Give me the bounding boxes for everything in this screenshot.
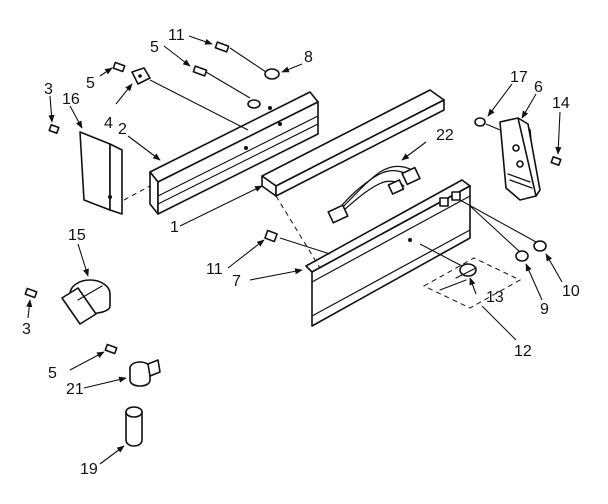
part-4-clip <box>131 67 151 85</box>
callout-4: 4 <box>104 115 113 132</box>
callout-14: 14 <box>552 95 570 112</box>
callout-17: 17 <box>510 69 528 86</box>
callout-7: 7 <box>232 273 241 290</box>
screw-3-top <box>48 124 60 134</box>
callout-19: 19 <box>80 461 98 478</box>
screw-11-top <box>214 41 230 53</box>
part-19-cylinder <box>125 406 143 447</box>
callout-5-top-left: 5 <box>86 75 95 92</box>
callout-leaders <box>26 35 563 465</box>
part-2-bracket <box>149 91 319 215</box>
screw-11-mid <box>264 229 278 243</box>
part-13-indicator <box>422 257 522 309</box>
part-17-screw <box>474 117 486 127</box>
callout-10: 10 <box>562 283 580 300</box>
callout-12: 12 <box>514 343 532 360</box>
callout-6: 6 <box>534 79 543 96</box>
part-21-knob <box>129 359 161 387</box>
callout-2: 2 <box>118 121 127 138</box>
callout-11-top: 11 <box>168 27 185 44</box>
part-22-wire-harness <box>327 165 421 224</box>
part-10-cap <box>533 240 547 252</box>
part-7-control-panel <box>305 179 471 327</box>
screw-5-bottom <box>104 343 118 355</box>
callout-8: 8 <box>304 49 313 66</box>
callout-5-bottom: 5 <box>48 365 57 382</box>
part-16-side-plate <box>79 131 123 215</box>
callout-9: 9 <box>540 301 549 318</box>
screw-5-top-b <box>192 65 208 77</box>
callout-5-top-mid: 5 <box>150 39 159 56</box>
callout-16: 16 <box>62 91 80 108</box>
part-15-switch <box>61 279 111 325</box>
callout-numbers: 11 5 8 5 3 16 4 2 1 22 17 6 14 11 7 10 9… <box>22 27 580 478</box>
callout-3-top: 3 <box>44 81 53 98</box>
callout-22: 22 <box>436 127 454 144</box>
screw-14 <box>550 156 562 166</box>
part-1-cover-panel <box>261 89 445 197</box>
callout-21: 21 <box>66 381 84 398</box>
callout-1: 1 <box>170 219 179 236</box>
callout-13: 13 <box>486 289 504 306</box>
screw-3-bottom <box>24 287 38 299</box>
part-8-grommet <box>247 68 280 109</box>
screw-5-top-a <box>112 61 126 73</box>
assembly-lines <box>123 47 537 269</box>
part-9-cap <box>515 250 529 262</box>
part-6-end-bracket <box>499 117 541 201</box>
callout-3-bottom: 3 <box>22 321 31 338</box>
callout-11-mid: 11 <box>206 261 223 278</box>
callout-15: 15 <box>68 227 86 244</box>
